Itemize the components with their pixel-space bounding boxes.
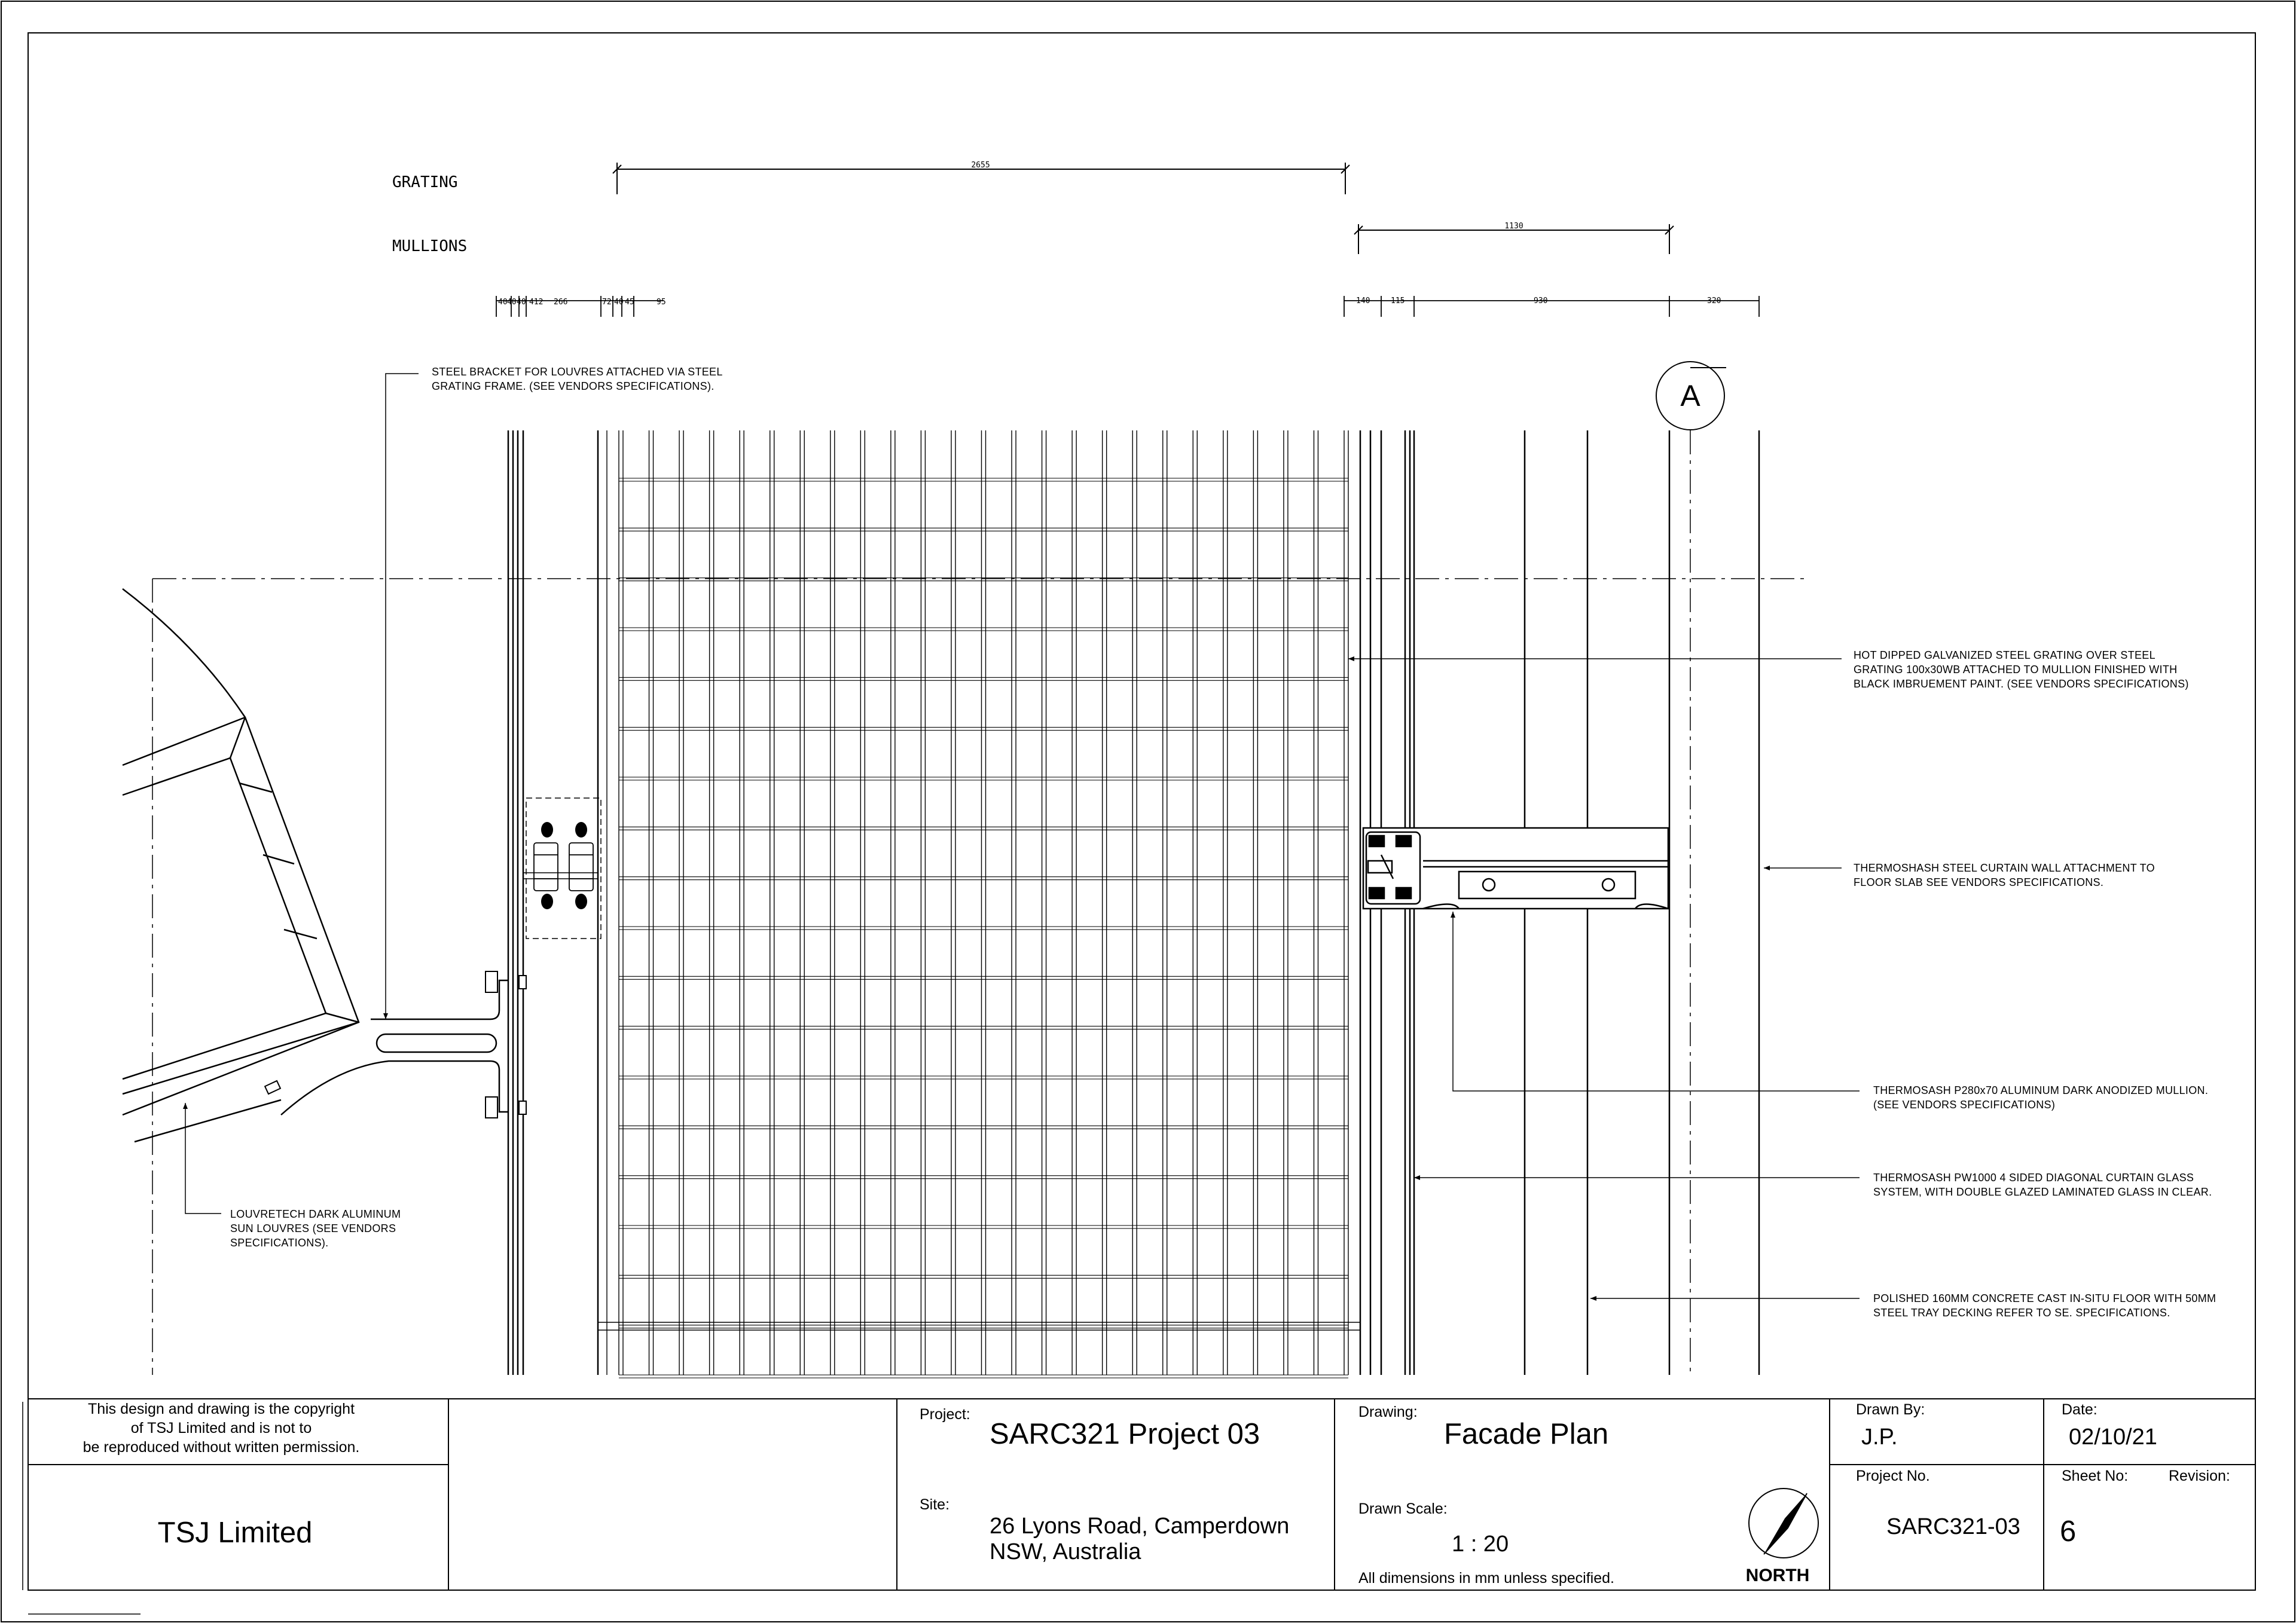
leader-lines [183,373,1860,1301]
mullions-dimension-label: MULLIONS [392,237,467,255]
left-dimension-values: 40 40 40 412 266 72 40 45 95 [498,298,666,307]
copyright-notice: This design and drawing is the copyright… [83,1401,360,1456]
scale-value: 1 : 20 [1452,1532,1509,1557]
bolt-icon [575,894,587,909]
sun-louvre [122,588,360,1143]
steel-grating-frame [507,430,599,1375]
site-label: Site: [920,1496,949,1513]
dim-right-1: 115 [1391,297,1405,305]
dimensions-note: All dimensions in mm unless specified. [1358,1570,1614,1587]
project-name: SARC321 Project 03 [990,1418,1260,1450]
project-no-value: SARC321-03 [1886,1514,2020,1539]
drawn-by-label: Drawn By: [1856,1401,1925,1418]
date-label: Date: [2062,1401,2097,1418]
grating-note-line1: HOT DIPPED GALVANIZED STEEL GRATING OVER… [1854,649,2155,661]
grating-span-value: 2655 [971,161,990,170]
louvre-note-line1: LOUVRETECH DARK ALUMINUM [230,1208,401,1220]
bracket-bolt-heads [533,842,594,891]
steel-grating [606,430,1349,1379]
dim-left-6: 40 [614,298,624,307]
project-label: Project: [920,1406,970,1423]
dim-right-3: 320 [1707,297,1721,305]
site-line1: 26 Lyons Road, Camperdown [990,1514,1289,1539]
company-name: TSJ Limited [158,1517,313,1549]
bracket-leader [383,373,419,1019]
dim-left-4: 266 [554,298,567,307]
grating-dimension-label: GRATING [392,173,458,191]
dim-right-2: 930 [1534,297,1547,305]
section-marker-letter: A [1680,379,1700,412]
title-block [28,1398,2255,1590]
arm-bolts [264,971,527,1118]
dim-left-8: 95 [657,298,666,307]
dim-left-2: 40 [517,298,526,307]
mullion-note-line2: (SEE VENDORS SPECIFICATIONS) [1873,1099,2055,1111]
dim-left-0: 40 [498,298,508,307]
copyright-line3: be reproduced without written permission… [83,1439,360,1456]
grating-note-line2: GRATING 100x30WB ATTACHED TO MULLION FIN… [1854,664,2177,676]
louvre-note-line3: SPECIFICATIONS). [230,1237,328,1249]
drawn-by-value: J.P. [1861,1425,1898,1450]
project-no-label: Project No. [1856,1468,1930,1484]
glass-note-line1: THERMOSASH PW1000 4 SIDED DIAGONAL CURTA… [1873,1172,2194,1184]
dim-left-5: 72 [602,298,612,307]
drawing-frame [28,32,2256,1591]
mullion-dimension-line [1354,224,1674,254]
scale-label: Drawn Scale: [1358,1500,1448,1517]
drawing-label: Drawing: [1358,1404,1418,1420]
mullion-note-line1: THERMOSASH P280x70 ALUMINUM DARK ANODIZE… [1873,1084,2208,1096]
bolt-icon [541,822,553,838]
site-line2: NSW, Australia [990,1539,1141,1564]
louvre-leader [183,1103,221,1214]
dim-left-7: 45 [625,298,634,307]
louvre-bracket-arm [280,979,508,1115]
floor-note-line1: POLISHED 160MM CONCRETE CAST IN-SITU FLO… [1873,1292,2216,1304]
date-value: 02/10/21 [2069,1425,2157,1450]
bolt-icon [541,894,553,909]
sheet-no-value: 6 [2060,1515,2076,1548]
right-dimension-values: 140 115 930 320 [1356,297,1721,305]
section-marker: A [1656,361,1726,430]
dim-left-3: 412 [529,298,543,307]
drawing-name: Facade Plan [1444,1418,1608,1450]
mullion-screw-icon [1482,878,1496,892]
mullion-detail [1362,827,1669,910]
bracket-bolts [541,822,587,909]
bracket-plate [526,797,602,939]
grating-dimension-line [612,163,1350,194]
wall-note-line2: FLOOR SLAB SEE VENDORS SPECIFICATIONS. [1854,876,2103,888]
bracket-note-line2: GRATING FRAME. (SEE VENDORS SPECIFICATIO… [432,380,715,392]
dim-left-1: 40 [507,298,517,307]
floor-note-line2: STEEL TRAY DECKING REFER TO SE. SPECIFIC… [1873,1307,2170,1319]
louvre-note-line2: SUN LOUVRES (SEE VENDORS [230,1222,396,1234]
revision-label: Revision: [2169,1468,2230,1484]
grating-bottom-frame [598,1322,1360,1331]
north-label: NORTH [1746,1566,1810,1585]
bolt-icon [575,822,587,838]
copyright-line1: This design and drawing is the copyright [88,1401,355,1417]
sheet-no-label: Sheet No: [2062,1468,2128,1484]
right-dimension-chain [1344,296,1760,317]
wall-note-line1: THERMOSHASH STEEL CURTAIN WALL ATTACHMEN… [1854,862,2155,874]
north-arrow-icon [1748,1488,1819,1558]
left-dimension-chain [496,296,664,317]
mullion-screw-icon [1601,878,1616,892]
copyright-line2: of TSJ Limited and is not to [131,1420,312,1436]
grating-note-line3: BLACK IMBRUEMENT PAINT. (SEE VENDORS SPE… [1854,678,2189,690]
dim-right-0: 140 [1356,297,1370,305]
mullion-leader [1451,912,1860,1092]
bracket-note-line1: STEEL BRACKET FOR LOUVRES ATTACHED VIA S… [432,366,723,378]
mullion-span-value: 1130 [1504,222,1523,231]
glass-note-line2: SYSTEM, WITH DOUBLE GLAZED LAMINATED GLA… [1873,1186,2212,1198]
